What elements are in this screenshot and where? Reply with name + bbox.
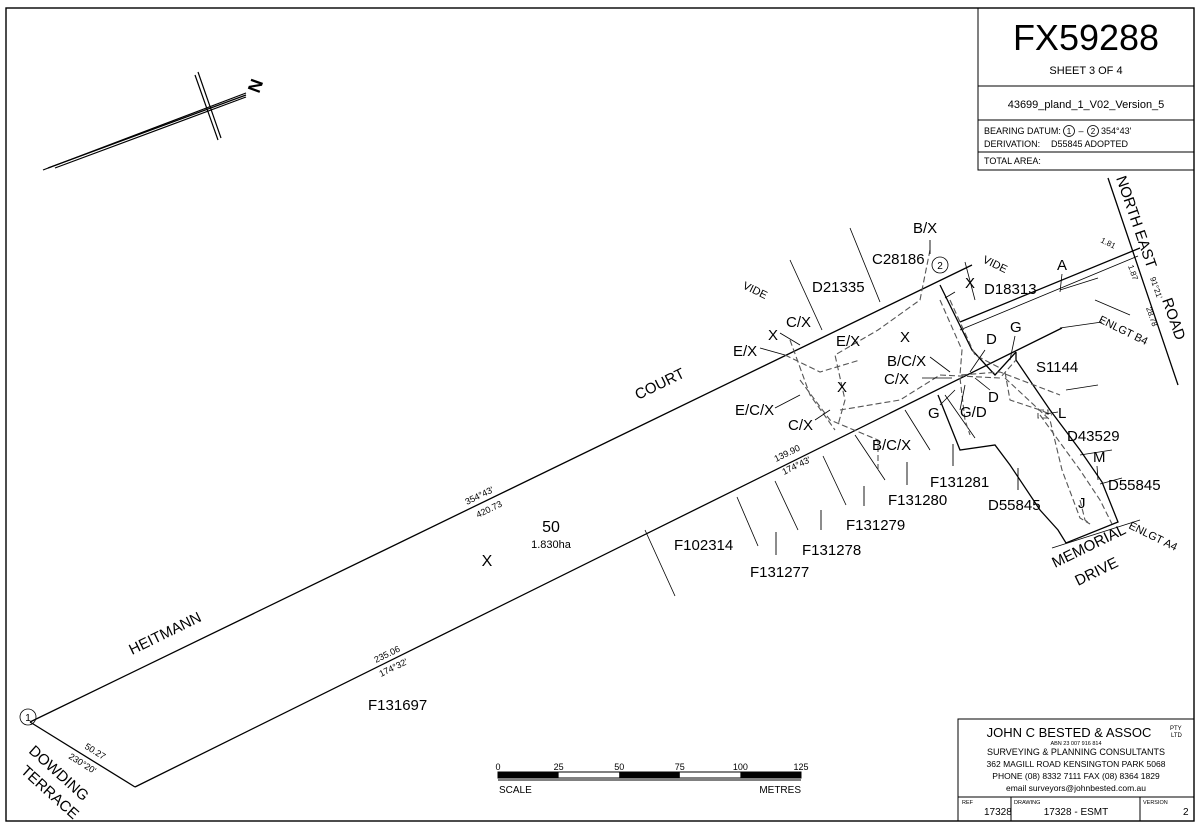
ease-bcx-mid: B/C/X — [887, 353, 926, 370]
parcel-boundary — [29, 177, 1179, 788]
ease-l: L — [1058, 405, 1066, 422]
bearing-datum-to: 2 — [1091, 127, 1096, 136]
station-2: 2 — [931, 256, 949, 274]
scale-tick-25: 25 — [554, 762, 564, 772]
drawing-label: DRAWING — [1014, 800, 1040, 806]
ease-x-mid2: X — [837, 379, 847, 396]
scale-bar: 0 25 50 75 100 125 SCALE METRES — [495, 762, 808, 796]
ease-ex-mid: E/X — [836, 333, 860, 350]
adj-f131281: F131281 — [930, 474, 989, 491]
firm-suffix-pty: PTY — [1170, 726, 1182, 732]
ease-d-1: D — [986, 331, 997, 348]
adj-d43529: D43529 — [1067, 428, 1120, 445]
dim-ne-bearing: 91°21' — [1148, 276, 1164, 301]
vide-label-1: VIDE — [741, 280, 769, 302]
adj-s1144: S1144 — [1036, 359, 1078, 376]
station-1: 1 — [19, 708, 37, 726]
derivation-value: D55845 ADOPTED — [1051, 139, 1129, 149]
ref-value: 17328 — [984, 807, 1012, 818]
dim-ne-a: 1.81 — [1099, 236, 1117, 251]
plan-info-box: FX59288 SHEET 3 OF 4 43699_pland_1_V02_V… — [977, 7, 1195, 171]
firm-address: 362 MAGILL ROAD KENSINGTON PARK 5068 — [987, 759, 1166, 769]
derivation-label: DERIVATION: — [984, 139, 1040, 149]
adj-d18313: D18313 — [984, 281, 1037, 298]
bearing-datum-label: BEARING DATUM: — [984, 126, 1061, 136]
firm-phone: PHONE (08) 8332 7111 FAX (08) 8364 1829 — [992, 771, 1160, 781]
parcel-x-mark: X — [482, 553, 493, 570]
adj-f131278: F131278 — [802, 542, 861, 559]
parcel-number: 50 — [542, 519, 560, 536]
firm-name: JOHN C BESTED & ASSOC — [987, 725, 1152, 740]
adj-d55845-east: D55845 — [1108, 477, 1161, 494]
ease-cx-mid: C/X — [884, 371, 909, 388]
north-label: N — [244, 76, 267, 95]
adj-f131277: F131277 — [750, 564, 809, 581]
ease-x-top: X — [965, 275, 975, 292]
enlgt-b4: ENLGT B4 — [1097, 314, 1150, 348]
file-reference: 43699_pland_1_V02_Version_5 — [1008, 99, 1165, 111]
adj-d55845-south: D55845 — [988, 497, 1041, 514]
scale-tick-0: 0 — [495, 762, 500, 772]
version-value: 2 — [1183, 807, 1189, 818]
scale-tick-100: 100 — [733, 762, 748, 772]
plan-number: FX59288 — [1013, 17, 1159, 58]
road-court: COURT — [632, 365, 687, 404]
scale-tick-50: 50 — [614, 762, 624, 772]
road-road: ROAD — [1158, 296, 1188, 343]
scale-tick-125: 125 — [793, 762, 808, 772]
adj-c28186: C28186 — [872, 251, 925, 268]
svg-text:1: 1 — [25, 713, 31, 724]
dim-north-dist: 420.73 — [474, 499, 503, 520]
north-arrow-icon: N — [42, 71, 267, 171]
ease-ecx: E/C/X — [735, 402, 774, 419]
ease-a: A — [1057, 257, 1067, 274]
version-label: VERSION — [1143, 800, 1168, 806]
svg-text:2: 2 — [937, 261, 943, 272]
sheet-number: SHEET 3 OF 4 — [1049, 65, 1122, 77]
firm-email: email surveyors@johnbested.com.au — [1006, 783, 1146, 793]
vide-label-2: VIDE — [981, 254, 1009, 276]
ease-bx-top: B/X — [913, 220, 937, 237]
road-heitmann: HEITMANN — [126, 609, 204, 659]
sheet-border — [5, 7, 1195, 822]
firm-services: SURVEYING & PLANNING CONSULTANTS — [987, 747, 1165, 757]
ref-label: REF — [962, 800, 974, 806]
drawing-value: 17328 - ESMT — [1044, 807, 1108, 818]
adj-f131279: F131279 — [846, 517, 905, 534]
ease-g-1: G — [1010, 319, 1022, 336]
ease-bcx-low: B/C/X — [872, 437, 911, 454]
adj-d21335: D21335 — [812, 279, 865, 296]
ease-cx-low: C/X — [788, 417, 813, 434]
adj-f102314: F102314 — [674, 537, 733, 554]
bearing-datum-value: 354°43' — [1101, 126, 1132, 136]
bearing-datum-sep: – — [1078, 126, 1083, 136]
dim-dowding-dist: 50.27 — [83, 741, 107, 761]
scale-label: SCALE — [499, 785, 532, 796]
total-area-label: TOTAL AREA: — [984, 156, 1041, 166]
ease-m: M — [1093, 449, 1106, 466]
ease-gd: G/D — [960, 404, 987, 421]
parcel-area: 1.830ha — [531, 539, 572, 551]
dim-ne-c: 28.78 — [1144, 306, 1159, 328]
firm-abn: ABN 23 007 916 814 — [1050, 741, 1101, 747]
ease-ex-left: E/X — [733, 343, 757, 360]
ease-g-2: G — [928, 405, 940, 422]
metres-label: METRES — [759, 785, 801, 796]
easement-lines — [784, 249, 1113, 525]
scale-tick-75: 75 — [675, 762, 685, 772]
ease-j: J — [1078, 495, 1086, 512]
ease-cx-top: C/X — [786, 314, 811, 331]
adj-f131697: F131697 — [368, 697, 427, 714]
ease-x-left: X — [768, 327, 778, 344]
ease-x-mid1: X — [900, 329, 910, 346]
ease-d-2: D — [988, 389, 999, 406]
enlgt-a4: ENLGT A4 — [1127, 520, 1179, 554]
firm-suffix-ltd: LTD — [1171, 733, 1183, 739]
title-block: JOHN C BESTED & ASSOC PTY LTD ABN 23 007… — [957, 718, 1195, 822]
lot-pointer-arrows — [775, 240, 1019, 555]
bearing-datum-from: 1 — [1067, 127, 1072, 136]
adj-f131280: F131280 — [888, 492, 947, 509]
easement-leaders — [759, 273, 1099, 481]
